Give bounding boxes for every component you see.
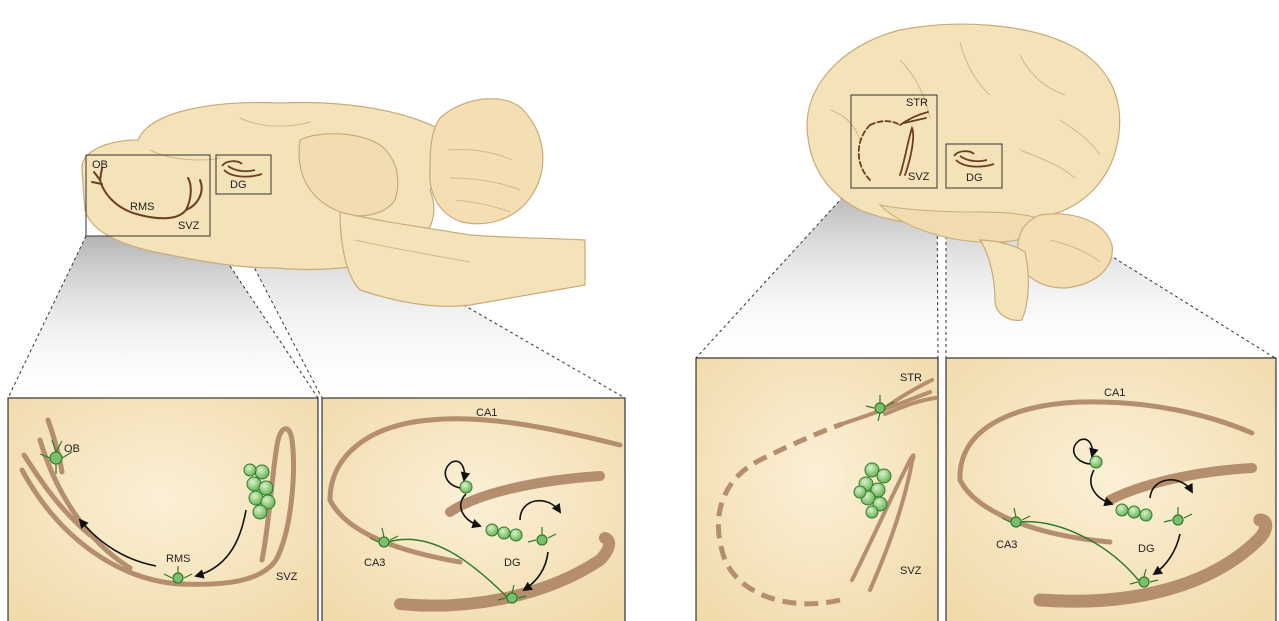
human-overview-svz-label: SVZ (908, 171, 930, 183)
rodent-svz-panel: OB RMS SVZ (8, 398, 318, 621)
rodent-overview-dg-label: DG (230, 179, 247, 191)
human-svz-panel: STR SVZ (696, 358, 938, 621)
rodent-dg-panel-ca1-label: CA1 (476, 407, 497, 419)
human-brain: STR SVZ DG (696, 24, 1275, 358)
rodent-brain: OB RMS SVZ DG (8, 99, 625, 398)
rodent-dg-panel: CA1 CA3 DG (322, 398, 625, 621)
rodent-brainstem (340, 212, 585, 306)
rodent-dg-panel-dg-label: DG (504, 557, 521, 569)
rodent-overview-svz-label: SVZ (178, 220, 200, 232)
human-dg-panel: CA1 CA3 DG (946, 358, 1276, 621)
human-dg-panel-ca1-label: CA1 (1104, 387, 1125, 399)
rodent-overview-ob-label: OB (92, 159, 108, 171)
rodent-dg-panel-ca3-label: CA3 (364, 557, 385, 569)
rodent-overview-rms-label: RMS (130, 201, 154, 213)
rodent-svz-panel-ob-label: OB (64, 443, 80, 455)
rodent-svz-panel-svz-label: SVZ (276, 571, 298, 583)
human-dg-panel-dg-label: DG (1138, 543, 1155, 555)
human-dg-panel-ca3-label: CA3 (996, 539, 1017, 551)
human-svz-panel-svz-label: SVZ (900, 565, 922, 577)
human-overview-dg-label: DG (966, 172, 983, 184)
human-overview-str-label: STR (906, 97, 928, 109)
human-cerebellum (1018, 214, 1113, 288)
rodent-svz-panel-rms-label: RMS (166, 553, 190, 565)
human-svz-panel-str-label: STR (900, 372, 922, 384)
rodent-dg-panel-frame (322, 398, 625, 621)
